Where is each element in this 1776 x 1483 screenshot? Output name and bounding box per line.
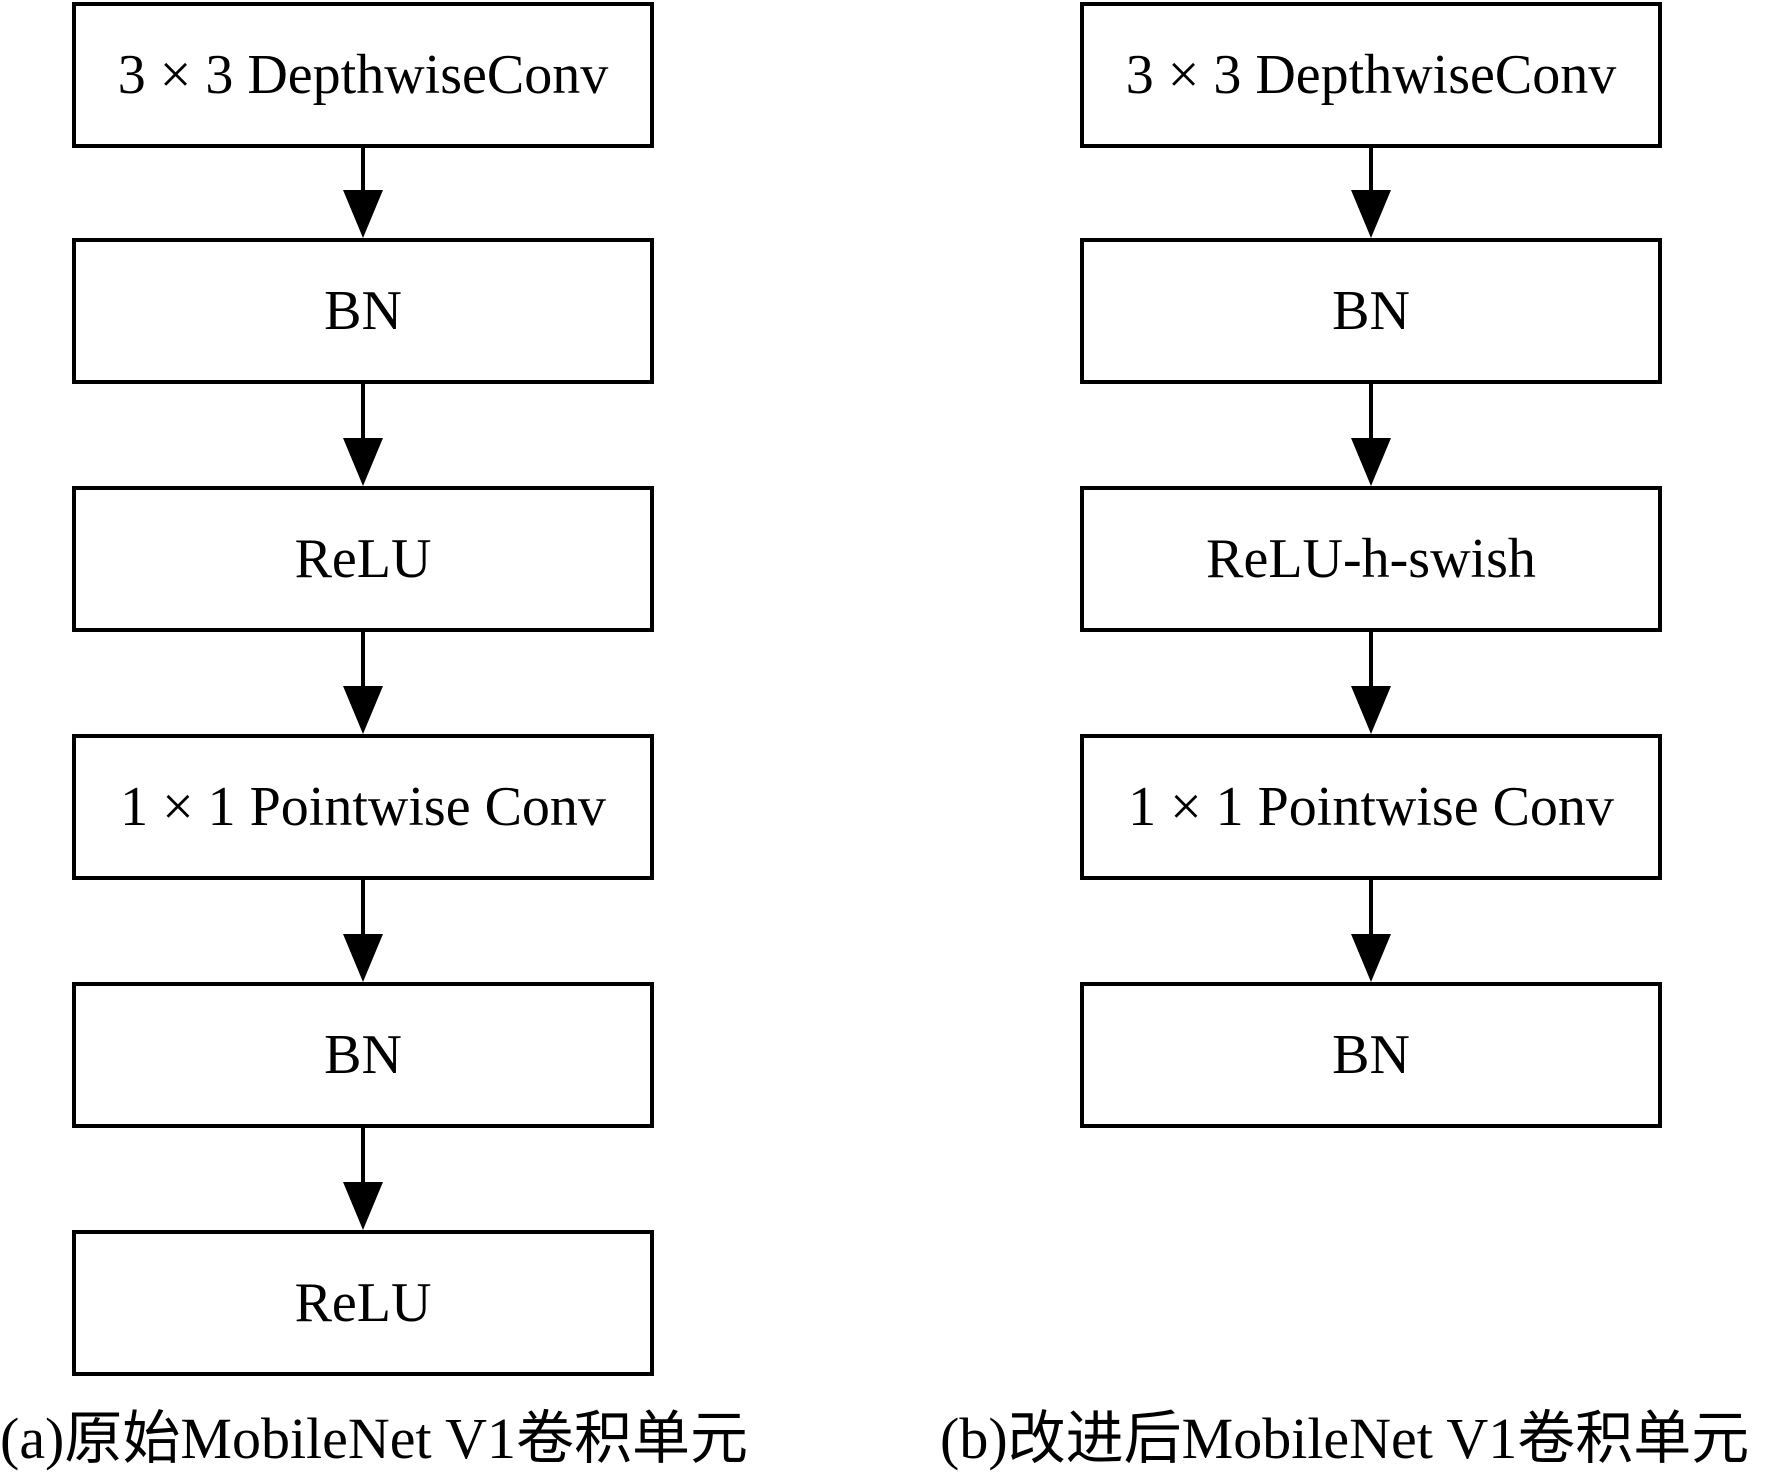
left-arrowhead-2	[343, 438, 383, 486]
right-block-label: BN	[1332, 1024, 1410, 1086]
left-block-bn-2: BN	[72, 982, 654, 1128]
left-block-pointwise-conv: 1 × 1 Pointwise Conv	[72, 734, 654, 880]
left-arrowhead-1	[343, 190, 383, 238]
left-arrowhead-5	[343, 1182, 383, 1230]
right-block-bn-2: BN	[1080, 982, 1662, 1128]
left-block-bn-1: BN	[72, 238, 654, 384]
left-caption: (a)原始MobileNet V1卷积单元	[0, 1406, 748, 1471]
left-arrowhead-4	[343, 934, 383, 982]
left-block-relu-1: ReLU	[72, 486, 654, 632]
left-block-label: BN	[324, 280, 402, 342]
right-block-bn-1: BN	[1080, 238, 1662, 384]
left-block-label: 3 × 3 DepthwiseConv	[117, 44, 609, 106]
left-arrowhead-3	[343, 686, 383, 734]
right-block-label: 3 × 3 DepthwiseConv	[1125, 44, 1617, 106]
right-arrowhead-2	[1351, 438, 1391, 486]
right-arrows	[1351, 148, 1391, 982]
right-block-relu-h-swish: ReLU-h-swish	[1080, 486, 1662, 632]
left-arrows	[343, 148, 383, 1230]
right-block-depthwise-conv: 3 × 3 DepthwiseConv	[1080, 2, 1662, 148]
left-block-relu-2: ReLU	[72, 1230, 654, 1376]
left-block-label: BN	[324, 1024, 402, 1086]
right-block-label: 1 × 1 Pointwise Conv	[1128, 776, 1614, 838]
right-block-pointwise-conv: 1 × 1 Pointwise Conv	[1080, 734, 1662, 880]
right-arrowhead-3	[1351, 686, 1391, 734]
right-block-label: ReLU-h-swish	[1206, 528, 1536, 590]
right-block-label: BN	[1332, 280, 1410, 342]
left-block-label: ReLU	[294, 1272, 432, 1334]
left-block-label: ReLU	[294, 528, 432, 590]
right-caption: (b)改进后MobileNet V1卷积单元	[940, 1406, 1750, 1471]
left-block-label: 1 × 1 Pointwise Conv	[120, 776, 606, 838]
left-block-depthwise-conv: 3 × 3 DepthwiseConv	[72, 2, 654, 148]
right-arrowhead-4	[1351, 934, 1391, 982]
right-arrowhead-1	[1351, 190, 1391, 238]
